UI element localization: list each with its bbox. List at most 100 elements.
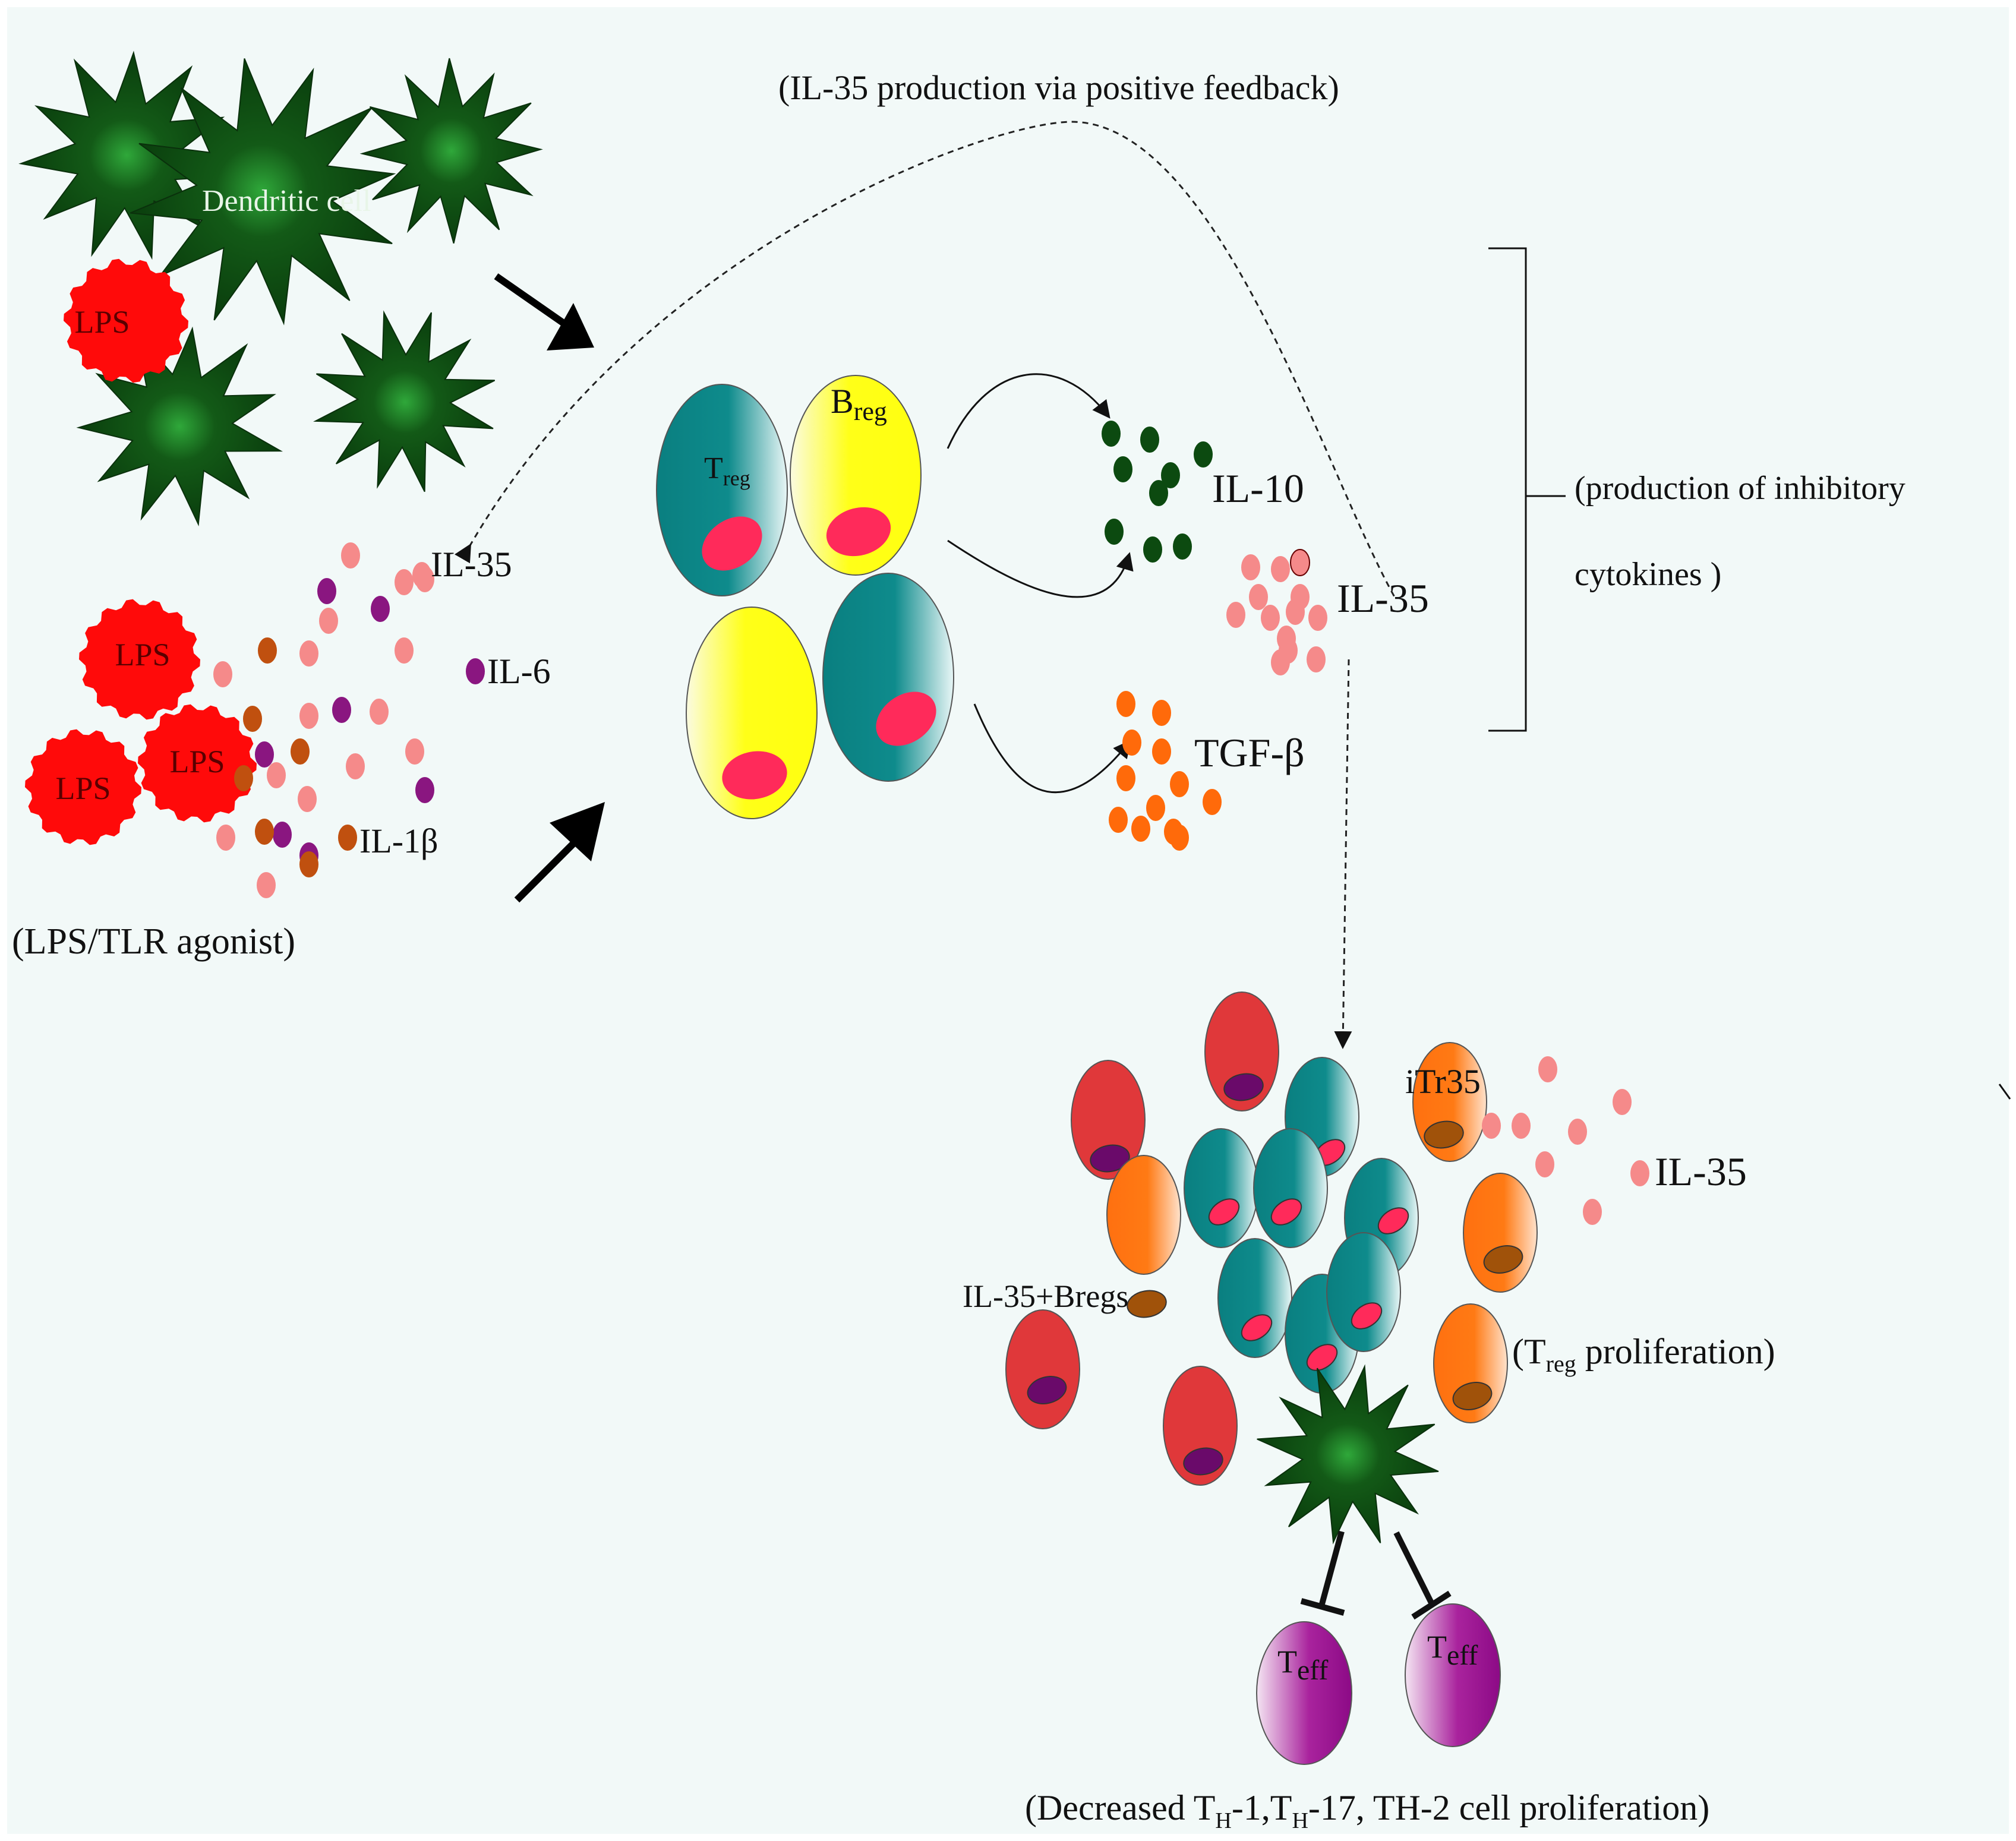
il1b-dot: [255, 819, 274, 845]
nucleus: [1452, 1382, 1493, 1410]
il35-dot: [1307, 646, 1326, 672]
il35-dot: [1538, 1056, 1557, 1082]
nucleus: [1183, 1447, 1223, 1476]
lps-group: [25, 258, 257, 845]
il1b-dot: [291, 738, 310, 765]
lps-label-2: LPS: [115, 637, 170, 672]
teff-cell-icon: [1256, 1621, 1352, 1765]
il35-dot: [346, 753, 365, 779]
itr35-cell-icon: [1463, 1173, 1538, 1293]
dendritic-cell-body: [313, 310, 496, 492]
breg-cell-icon: [1204, 991, 1279, 1111]
agonist-label: (LPS/TLR agonist): [12, 921, 295, 962]
il1b-dot: [234, 765, 253, 791]
lps-particle-icon: [138, 704, 257, 823]
nucleus: [1241, 1314, 1273, 1341]
nucleus: [722, 751, 787, 800]
il35-dot: [1568, 1119, 1587, 1145]
regulatory-cell-cluster: [1005, 991, 1649, 1545]
il6-dot: [317, 578, 336, 604]
il35-down-dashed-arrow: [1334, 659, 1352, 1049]
il35-dot: [395, 569, 414, 595]
feedback-dashed-arrow: [454, 121, 1397, 601]
lps-particle-icon: [25, 729, 141, 845]
tgfb-dot: [1152, 700, 1171, 726]
il35-dot: [319, 608, 338, 634]
tgfb-dot: [1116, 691, 1135, 717]
il6-dot: [466, 658, 485, 684]
cytokine-dots-middle: [1102, 421, 1327, 851]
il35-dot: [1277, 626, 1296, 652]
il35-dot: [341, 542, 360, 569]
il6-dot: [273, 822, 292, 848]
nucleus: [1377, 1207, 1409, 1234]
nucleus: [1483, 1245, 1523, 1274]
breg-label: Breg: [831, 382, 887, 426]
lps-label-3: LPS: [55, 770, 111, 806]
nucleus: [1424, 1120, 1464, 1149]
il10-dot: [1149, 480, 1168, 506]
il35-dot: [299, 640, 318, 667]
il35-dot: [1241, 554, 1260, 580]
tgfb-dot: [1170, 825, 1189, 851]
dendritic-cell-group: [18, 50, 543, 526]
il6-dot: [415, 777, 434, 803]
il10-dot: [1140, 427, 1159, 453]
il35-dot: [405, 738, 424, 765]
cell-body: [1184, 1128, 1258, 1248]
background: [7, 7, 2009, 1834]
il35-dot: [1512, 1113, 1531, 1139]
dendritic-cell-label: Dendritic cell: [202, 184, 371, 218]
arrow-to-tgfb: [973, 703, 1131, 794]
il1b-dot: [299, 851, 318, 877]
il6-dot: [371, 596, 390, 622]
il35-left-label: IL-35: [431, 545, 512, 584]
nucleus: [702, 516, 762, 571]
cell-body: [1326, 1232, 1401, 1352]
il6-label: IL-6: [487, 652, 551, 691]
dendritic-cell-body: [130, 58, 396, 326]
inhibition-icon: [1393, 1531, 1452, 1620]
cell-body: [1463, 1173, 1538, 1293]
treg-cell-icon: [822, 573, 954, 782]
breg-cell-icon: [1163, 1366, 1238, 1486]
il10-dot: [1113, 456, 1132, 482]
itr35-label: iTr35: [1405, 1062, 1481, 1101]
lps-particle-icon: [79, 599, 200, 720]
il6-dot: [332, 697, 351, 723]
il35-dot: [1271, 556, 1290, 582]
il35-dot: [1249, 584, 1268, 610]
il35-right-label: IL-35: [1655, 1149, 1747, 1194]
il10-label: IL-10: [1212, 466, 1304, 511]
dendritic-cell-icon: [359, 58, 543, 244]
il10-dot: [1105, 519, 1124, 545]
teff-label-2: Teff: [1427, 1629, 1478, 1671]
il1b-label: IL-1β: [359, 822, 438, 860]
tgfb-dot: [1131, 816, 1150, 842]
teff-cell-icon: [1405, 1603, 1501, 1747]
nucleus: [826, 507, 891, 557]
itr35-cell-icon: [1106, 1155, 1181, 1318]
treg-cell-icon: [1184, 1128, 1258, 1248]
il35-dot: [298, 786, 317, 812]
nucleus: [1223, 1073, 1264, 1101]
feedback-label: (IL-35 production via positive feedback): [778, 68, 1339, 107]
nucleus: [1127, 1290, 1167, 1318]
treg-cell-icon: [1253, 1128, 1328, 1248]
cell-body: [1106, 1155, 1181, 1275]
dendritic-cell-body: [1257, 1364, 1439, 1545]
il35-dot: [213, 661, 232, 687]
il35-mid-label: IL-35: [1337, 576, 1429, 621]
tgfb-dot: [1116, 765, 1135, 791]
cell-body: [1005, 1309, 1080, 1429]
il35-dot: [1535, 1151, 1554, 1177]
nucleus: [876, 691, 936, 746]
il6-dot: [255, 741, 274, 768]
lps-label-1: LPS: [74, 304, 130, 340]
cell-body: [1217, 1238, 1292, 1358]
decreased-proliferation-label: (Decreased TH-1,TH-17, TH-2 cell prolife…: [1025, 1788, 1709, 1833]
itr35-cell-icon: [1412, 1042, 1487, 1162]
tgfb-dot: [1109, 807, 1128, 833]
il35-dot: [1290, 549, 1310, 576]
